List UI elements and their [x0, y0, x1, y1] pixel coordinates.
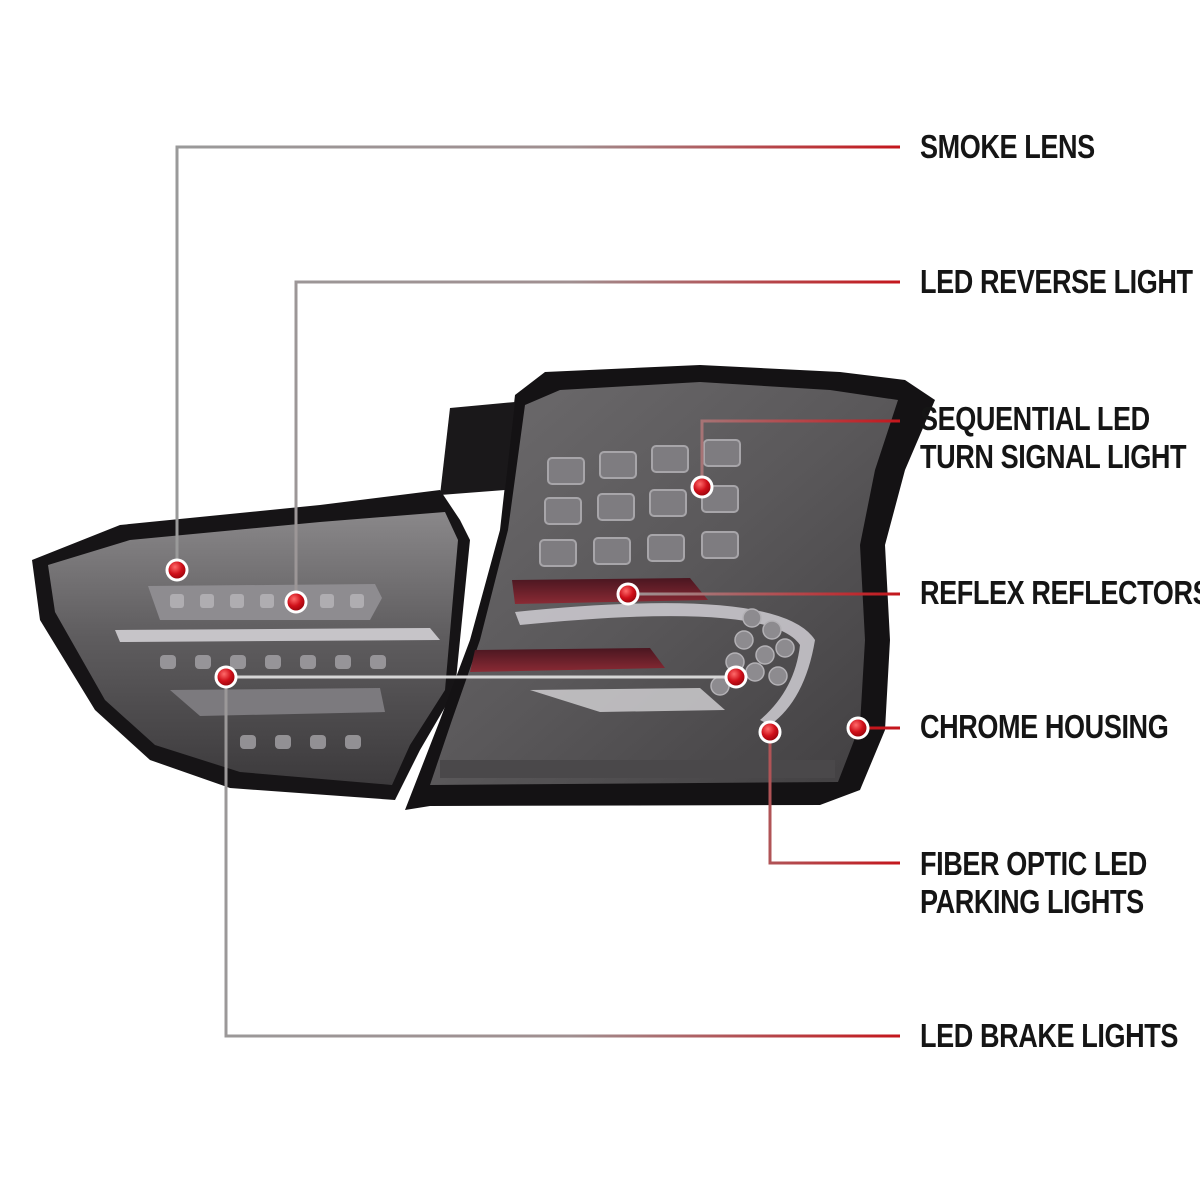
right-tail-light: [405, 365, 935, 810]
leader-led-reverse-light: [294, 280, 900, 602]
left-fiber-bar: [115, 628, 440, 642]
marker-sequential-turn-signal: [690, 475, 714, 499]
leader-fiber-optic: [768, 732, 900, 865]
label-sequential-turn-signal: SEQUENTIAL LED TURN SIGNAL LIGHT: [920, 400, 1187, 476]
marker-reflex-reflectors: [616, 582, 640, 606]
left-brake-leds: [160, 655, 386, 749]
leader-smoke-lens: [175, 145, 900, 570]
leader-lines: [175, 145, 900, 1038]
label-led-brake-lights-text: LED BRAKE LIGHTS: [920, 1017, 1179, 1054]
marker-brake-right: [724, 665, 748, 689]
label-reflex-reflectors: REFLEX REFLECTORS: [920, 574, 1200, 612]
label-led-reverse-light-text: LED REVERSE LIGHT: [920, 263, 1193, 300]
label-chrome-housing-text: CHROME HOUSING: [920, 708, 1169, 745]
label-fiber-optic: FIBER OPTIC LED PARKING LIGHTS: [920, 845, 1147, 921]
label-chrome-housing: CHROME HOUSING: [920, 708, 1169, 746]
label-fiber-line2: PARKING LIGHTS: [920, 883, 1144, 920]
chrome-wedge: [530, 688, 725, 712]
leader-sequential-turn-signal: [700, 419, 900, 487]
turn-signal-leds: [539, 439, 741, 567]
label-led-brake-lights: LED BRAKE LIGHTS: [920, 1017, 1178, 1055]
label-smoke-lens-text: SMOKE LENS: [920, 128, 1095, 165]
marker-chrome-housing: [846, 716, 870, 740]
leader-led-brake-lights: [224, 677, 900, 1038]
callout-markers: [165, 475, 870, 744]
left-tail-light: [32, 490, 470, 800]
label-fiber-line1: FIBER OPTIC LED: [920, 845, 1147, 882]
right-fiber-bar: [515, 603, 815, 725]
upper-reflector: [512, 578, 708, 604]
mounting-bracket: [440, 402, 515, 495]
marker-led-reverse-light: [284, 590, 308, 614]
marker-brake-left: [214, 665, 238, 689]
brake-led-cluster: [710, 608, 795, 696]
marker-smoke-lens: [165, 558, 189, 582]
label-smoke-lens: SMOKE LENS: [920, 128, 1095, 166]
lower-reflector: [470, 648, 665, 672]
left-lamp-lens: [48, 512, 458, 785]
bottom-lip: [440, 760, 835, 778]
label-led-reverse-light: LED REVERSE LIGHT: [920, 263, 1193, 301]
marker-fiber-optic: [758, 720, 782, 744]
label-reflex-reflectors-text: REFLEX REFLECTORS: [920, 574, 1200, 611]
left-chrome-strip: [170, 688, 385, 716]
label-sequential-line2: TURN SIGNAL LIGHT: [920, 438, 1187, 475]
label-sequential-line1: SEQUENTIAL LED: [920, 400, 1150, 437]
